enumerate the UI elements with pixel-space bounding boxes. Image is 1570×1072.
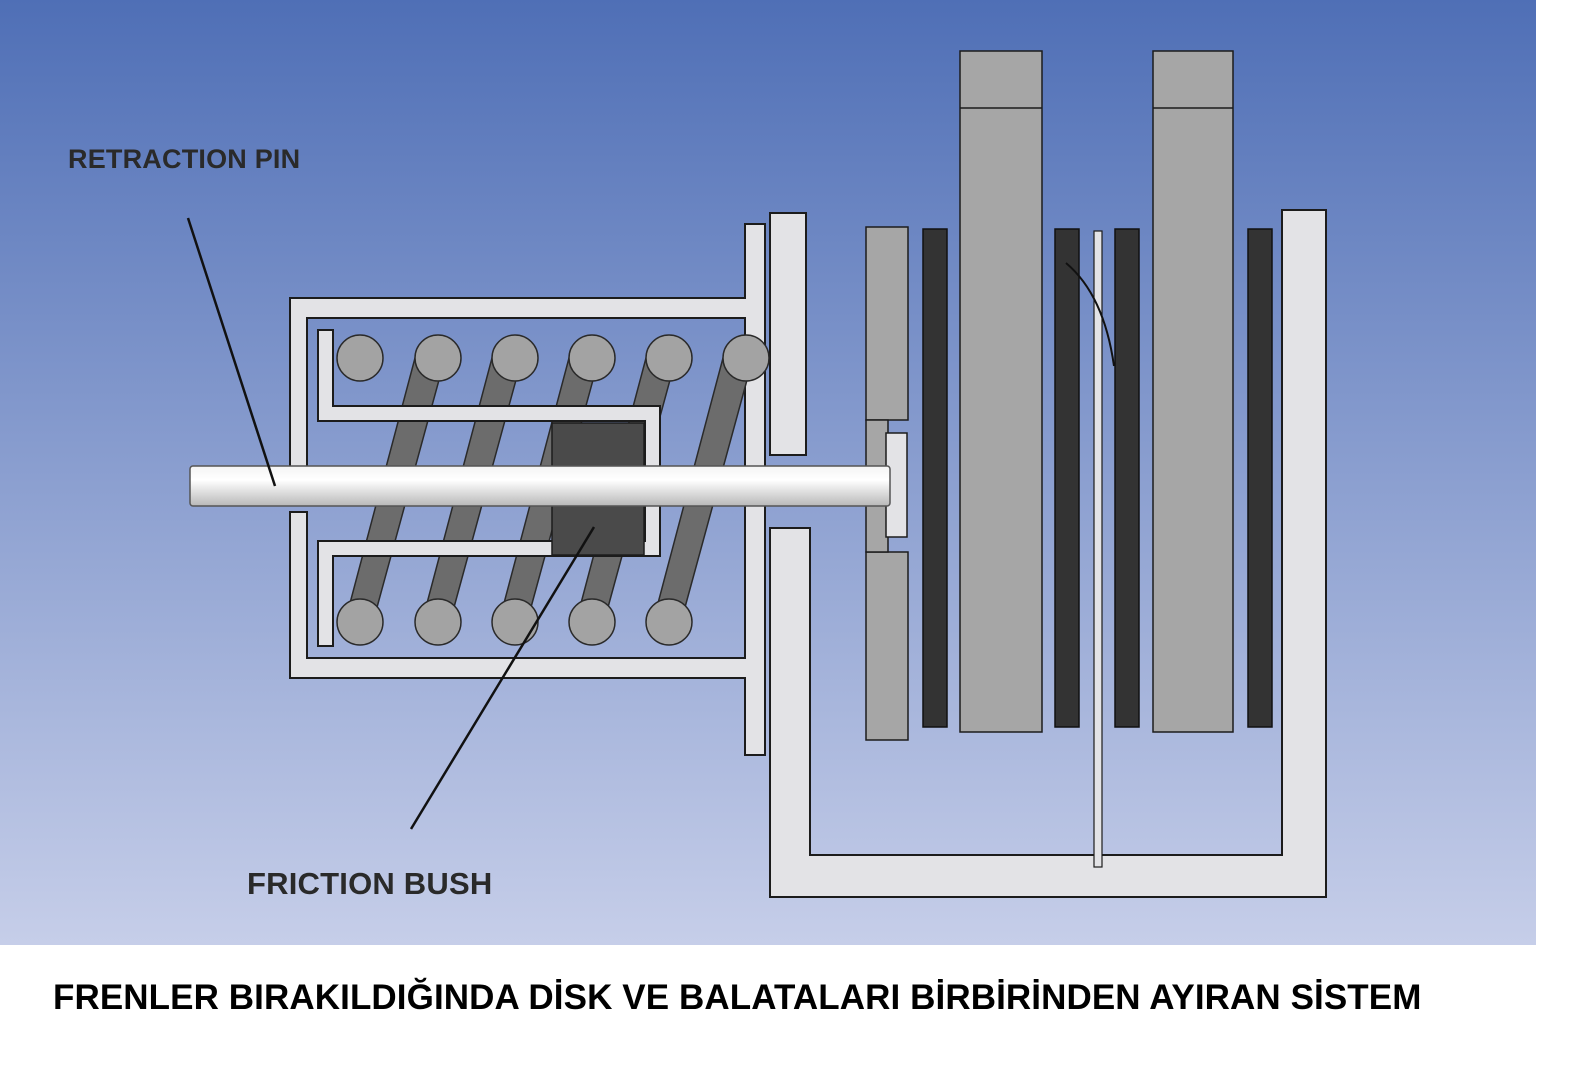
spring-coil-top xyxy=(336,334,770,382)
retraction-pin-leader xyxy=(186,217,277,487)
retraction-pin xyxy=(189,465,891,507)
inner-sleeve xyxy=(317,329,661,647)
spring-housing xyxy=(289,223,766,756)
pressure-plate-lower xyxy=(865,551,909,741)
diagram-panel xyxy=(0,0,1536,945)
retraction-pin-label: RETRACTION PIN xyxy=(68,144,301,174)
brake-discs xyxy=(959,50,1234,733)
center-plate xyxy=(1093,230,1103,868)
pressure-plate-upper xyxy=(865,226,909,421)
brake-retraction-diagram xyxy=(0,0,1536,945)
friction-bush-leader xyxy=(409,526,596,830)
pad-curve-line xyxy=(1065,262,1115,367)
caption: FRENLER BIRAKILDIĞINDA DİSK VE BALATALAR… xyxy=(53,978,1422,1017)
friction-pads xyxy=(922,228,1273,728)
spring-coil-bottom xyxy=(336,598,693,646)
friction-bush-label: FRICTION BUSH xyxy=(247,866,493,901)
outer-housing xyxy=(769,209,1327,898)
